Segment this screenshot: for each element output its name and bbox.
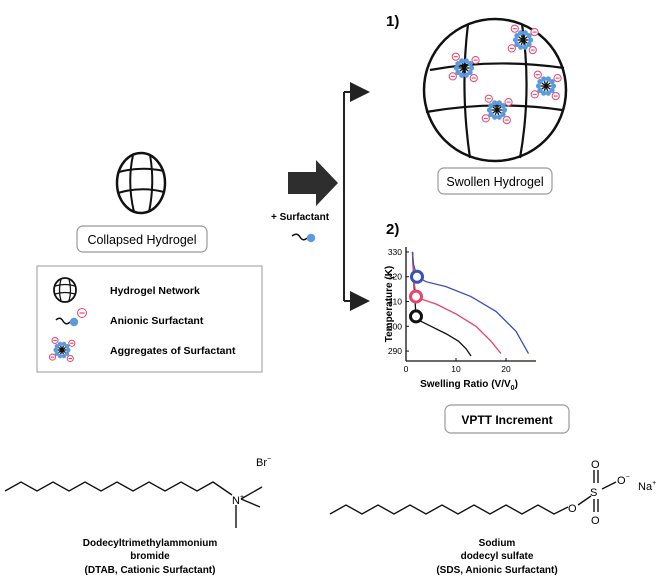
sds-structure: O S O O O− Na+ Sodium dodecyl sulfate (S… (329, 459, 656, 576)
sds-name-line1: Sodium (479, 538, 516, 549)
surfactant-molecule-icon (291, 233, 316, 243)
legend-item-aggregates: Aggregates of Surfactant (110, 345, 236, 357)
surfactant-aggregate-icon (530, 70, 562, 101)
vptt-caption: VPTT Increment (461, 413, 552, 427)
negative-charge-icon (533, 70, 542, 79)
negative-charge-icon (51, 336, 59, 344)
surfactant-label: + Surfactant (271, 212, 330, 223)
sds-oxygen-ester: O (568, 503, 577, 515)
negative-charge-icon (471, 55, 480, 65)
chart-xlabel: Swelling Ratio (V/V0) (420, 379, 518, 392)
anionic-surfactant-icon (55, 308, 87, 327)
swollen-hydrogel-graphic (422, 17, 568, 163)
chart-vptt-marker-1 (409, 289, 423, 304)
branch-arrows (343, 82, 370, 311)
panel1-number: 1) (386, 13, 399, 30)
vptt-chart: 290 300 310 320 330 0 10 20 Temperature (K) Swe… (384, 247, 536, 392)
dtab-structure: N+ Br− Dodecyltrimethylammonium bromide … (4, 456, 271, 576)
collapsed-caption-box: Collapsed Hydrogel (76, 225, 208, 253)
surfactant-aggregate-icon (48, 336, 76, 363)
negative-charge-icon (448, 72, 457, 81)
negative-charge-icon (528, 45, 537, 55)
chart-xtick-label: 20 (501, 364, 511, 374)
sds-oxygen-bottom: O (591, 515, 600, 527)
negative-charge-icon (551, 91, 560, 101)
negative-charge-icon (451, 52, 460, 61)
chart-ytick-label: 290 (388, 346, 402, 356)
dtab-name-line1: Dodecyltrimethylammonium (83, 538, 218, 549)
surfactant-aggregate-icon (448, 52, 480, 83)
negative-charge-icon (48, 353, 57, 361)
panel2-number: 2) (386, 221, 399, 238)
surfactant-aggregate-icon (48, 336, 76, 363)
negative-charge-icon (481, 114, 490, 123)
dtab-counter-ion: Br− (256, 456, 271, 469)
chart-series-line-2 (411, 251, 530, 354)
chart-ytick-label: 330 (388, 247, 402, 257)
legend-box: Hydrogel Network Anionic Surfactant Aggr… (36, 265, 263, 373)
chart-ytick-label: 310 (388, 297, 402, 307)
negative-charge-icon (68, 339, 76, 347)
vptt-caption-box: VPTT Increment (444, 404, 570, 434)
negative-charge-icon (484, 94, 493, 103)
chart-ytick-label: 320 (388, 272, 402, 282)
negative-charge-icon (469, 73, 478, 83)
chart-series-line-1 (411, 251, 502, 354)
dtab-nitrogen-label: N+ (232, 494, 244, 507)
chart-ytick-label: 300 (388, 321, 402, 331)
chart-xtick-label: 10 (451, 364, 461, 374)
legend-item-anionic-surfactant: Anionic Surfactant (110, 315, 204, 327)
chart-xtick-label: 0 (404, 364, 409, 374)
legend-item-hydrogel-network: Hydrogel Network (110, 285, 200, 297)
surfactant-aggregate-icon (481, 94, 513, 125)
negative-charge-icon (66, 354, 74, 363)
dtab-name-line2: bromide (130, 551, 170, 562)
negative-charge-icon (530, 90, 539, 99)
negative-charge-icon (553, 73, 562, 83)
sds-sulfur-label: S (590, 487, 597, 499)
negative-charge-icon (504, 97, 513, 107)
sds-name-line3: (SDS, Anionic Surfactant) (436, 565, 557, 576)
chart-ylabel: Temperature (K) (384, 266, 395, 343)
sds-counter-ion: Na+ (638, 480, 656, 493)
process-arrow-icon (288, 160, 338, 206)
negative-charge-icon (502, 115, 511, 125)
sds-oxygen-anion: O− (617, 474, 630, 487)
dtab-name-line3: (DTAB, Cationic Surfactant) (85, 565, 216, 576)
swollen-caption: Swollen Hydrogel (446, 175, 543, 189)
hydrogel-network-icon (53, 277, 77, 303)
collapsed-hydrogel-graphic (115, 151, 167, 215)
chart-vptt-marker-2 (410, 269, 424, 284)
surfactant-aggregate-icon (507, 24, 539, 55)
swollen-caption-box: Swollen Hydrogel (437, 167, 553, 195)
chart-vptt-marker-0 (409, 309, 423, 324)
sds-oxygen-top: O (591, 459, 600, 471)
chart-series-line-0 (411, 251, 472, 357)
negative-charge-icon (510, 24, 519, 33)
collapsed-caption: Collapsed Hydrogel (87, 233, 196, 247)
negative-charge-icon (530, 27, 539, 37)
sds-name-line2: dodecyl sulfate (461, 551, 534, 562)
negative-charge-icon (507, 44, 516, 53)
